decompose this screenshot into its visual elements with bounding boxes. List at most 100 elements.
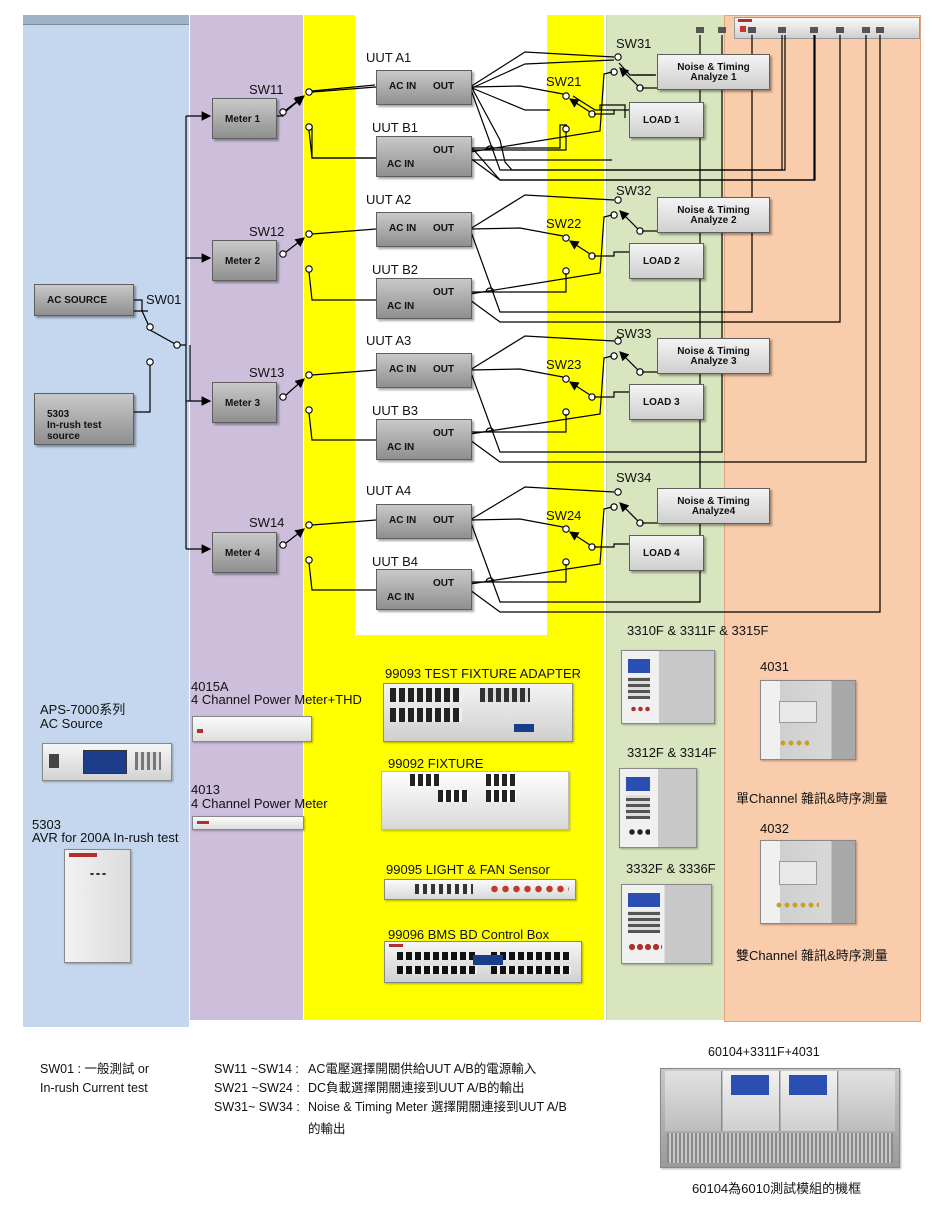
rack-return-a: [469, 35, 753, 313]
note-sw11-label: SW11 ~SW14 :: [214, 1062, 299, 1076]
out-label: OUT: [433, 578, 455, 589]
switch-arm: [619, 502, 639, 522]
sensor-label: 99095 LIGHT & FAN Sensor: [386, 862, 550, 877]
rack-connector: [876, 27, 884, 33]
switch-contact: [305, 265, 313, 273]
load-3312-image: [619, 768, 697, 848]
rack-connector: [862, 27, 870, 33]
line-to-uut-b: [308, 562, 376, 591]
uut-a-to-sw3: [469, 486, 615, 521]
ac-in-label: AC IN: [389, 81, 417, 92]
rack-connector: [748, 27, 756, 33]
switch-contact: [279, 108, 287, 116]
note-sw01-line1: SW01 : 一般測試 or: [40, 1062, 150, 1076]
rack-connector: [836, 27, 844, 33]
uut-b-to-sw3: [469, 214, 613, 295]
uut-a-out: [469, 227, 564, 237]
load-3[interactable]: LOAD 3: [629, 384, 704, 420]
out-label: OUT: [433, 145, 455, 156]
nt-4032-desc: 雙Channel 雜訊&時序測量: [736, 948, 888, 963]
note-sw31-text: Noise & Timing Meter 選擇開關連接到UUT A/B: [308, 1100, 567, 1114]
out-label: OUT: [433, 287, 455, 298]
switch-contact: [305, 556, 313, 564]
sw01-arm: [132, 299, 149, 325]
meter-2[interactable]: Meter 2: [212, 240, 277, 281]
crossover: [485, 287, 495, 293]
switch-contact: [305, 521, 313, 529]
uut-a3-label: UUT A3: [366, 333, 412, 348]
sw23-label: SW23: [546, 357, 582, 372]
inrush-source-box[interactable]: 5303 In-rush test source: [34, 393, 134, 445]
rack-logo: [738, 19, 752, 22]
switch-arm: [285, 237, 305, 253]
avr-title: 5303: [32, 817, 61, 832]
switch-contact: [279, 250, 287, 258]
sw12-label: SW12: [249, 224, 285, 239]
pm-4013-image: [192, 816, 304, 830]
sensor-image: [384, 879, 576, 900]
load-4[interactable]: LOAD 4: [629, 535, 704, 571]
meter-1[interactable]: Meter 1: [212, 98, 277, 139]
line-to-uut-a: [311, 228, 377, 235]
uut-b-to-sw3: [469, 71, 613, 153]
inrush-line3: source: [47, 431, 80, 442]
inrush-line1: 5303: [47, 409, 70, 420]
load-2[interactable]: LOAD 2: [629, 243, 704, 279]
switch-contact: [305, 371, 313, 379]
uut-b4-label: UUT B4: [372, 554, 418, 569]
load-3310-label: 3310F & 3311F & 3315F: [627, 623, 769, 638]
switch-contact: [305, 230, 313, 238]
noise-analyzer-1[interactable]: Noise & Timing Analyze 1: [657, 54, 770, 90]
switch-arm: [285, 378, 305, 396]
load-3332-label: 3332F & 3336F: [626, 861, 716, 876]
switch-arm: [285, 528, 305, 544]
source-zone-header: [23, 15, 189, 25]
load-feed: [594, 543, 629, 548]
bms-image: [384, 941, 582, 983]
switch-arm: [568, 381, 591, 396]
switch-contact: [305, 123, 313, 131]
rack-return-b: [469, 35, 881, 613]
noise-analyzer-2[interactable]: Noise & Timing Analyze 2: [657, 197, 770, 233]
switch-contact: [614, 196, 622, 204]
sw32-label: SW32: [616, 183, 652, 198]
rack-connector: [778, 27, 786, 33]
sw24-label: SW24: [546, 508, 582, 523]
meter-3[interactable]: Meter 3: [212, 382, 277, 423]
rack-connector: [810, 27, 818, 33]
uut-b-to-sw3: [469, 355, 613, 435]
switch-contact: [173, 341, 181, 349]
load-3312-label: 3312F & 3314F: [627, 745, 717, 760]
sw01-label: SW01: [146, 292, 182, 307]
fixture-adapter-label: 99093 TEST FIXTURE ADAPTER: [385, 666, 582, 681]
sw14-label: SW14: [249, 515, 285, 530]
ac-source-box[interactable]: AC SOURCE: [34, 284, 134, 316]
load-1[interactable]: LOAD 1: [629, 102, 704, 138]
noise-analyzer-4[interactable]: Noise & Timing Analyze4: [657, 488, 770, 524]
switch-contact: [146, 358, 154, 366]
bms-label: 99096 BMS BD Control Box: [388, 927, 550, 942]
rack-return-a: [469, 35, 783, 171]
noise-analyzer-3[interactable]: Noise & Timing Analyze 3: [657, 338, 770, 374]
out-label: OUT: [433, 364, 455, 375]
rack-top: [734, 17, 920, 39]
pm-4013-title: 4013: [191, 782, 220, 797]
switch-contact: [562, 92, 570, 100]
note-sw31-text2: 的輸出: [308, 1122, 346, 1136]
meter-4[interactable]: Meter 4: [212, 532, 277, 573]
nt-4032-title: 4032: [760, 821, 789, 836]
uut-b-out: [470, 131, 567, 151]
out-label: OUT: [433, 428, 455, 439]
note-sw01-line2: In-rush Current test: [40, 1081, 148, 1095]
pm-4015a-title: 4015A: [191, 679, 229, 694]
sw13-label: SW13: [249, 365, 285, 380]
switch-arm: [619, 351, 639, 371]
